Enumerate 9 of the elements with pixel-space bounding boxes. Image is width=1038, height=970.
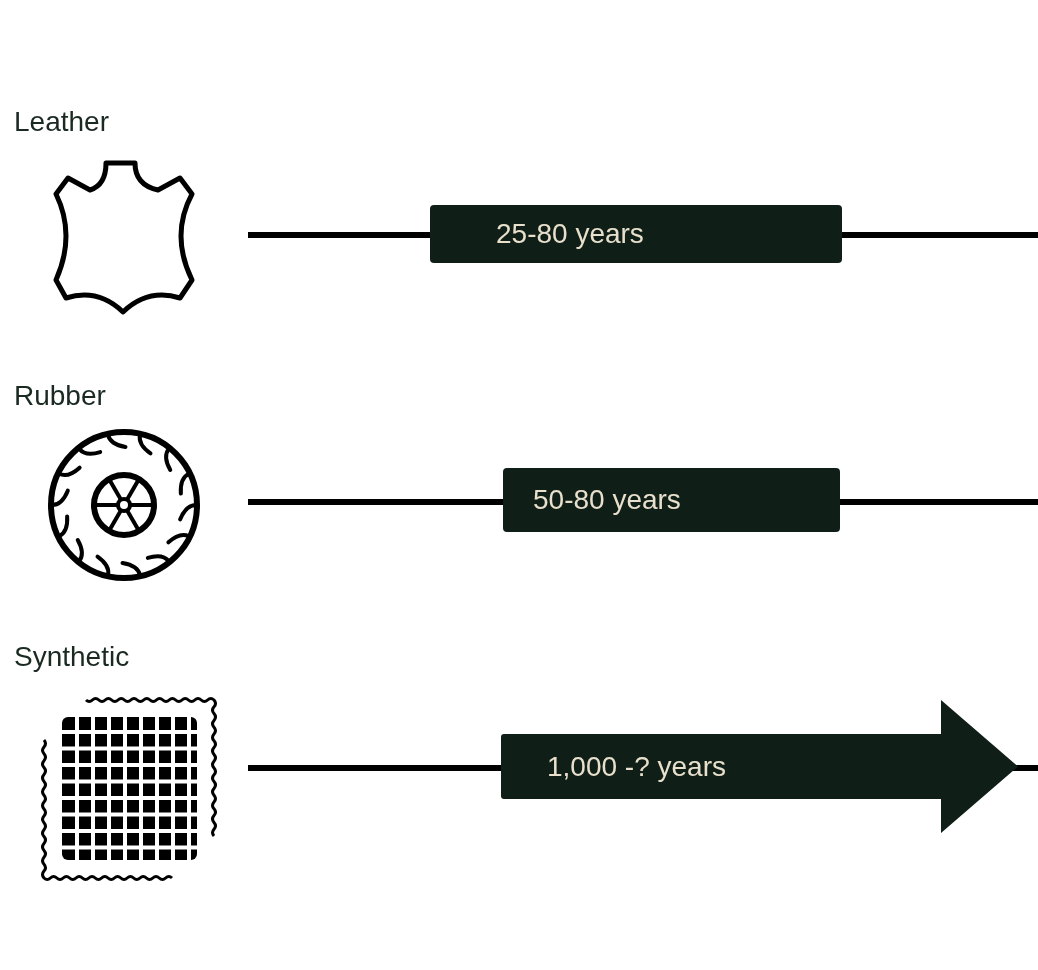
duration-text: 25-80 years	[496, 218, 644, 250]
duration-arrow	[501, 700, 1018, 833]
duration-bar	[430, 205, 842, 263]
duration-bar	[503, 468, 840, 532]
duration-text: 50-80 years	[533, 484, 681, 516]
material-label: Synthetic	[14, 641, 130, 673]
material-label: Leather	[14, 106, 109, 138]
material-label: Rubber	[14, 380, 106, 412]
duration-text: 1,000 -? years	[547, 750, 726, 783]
